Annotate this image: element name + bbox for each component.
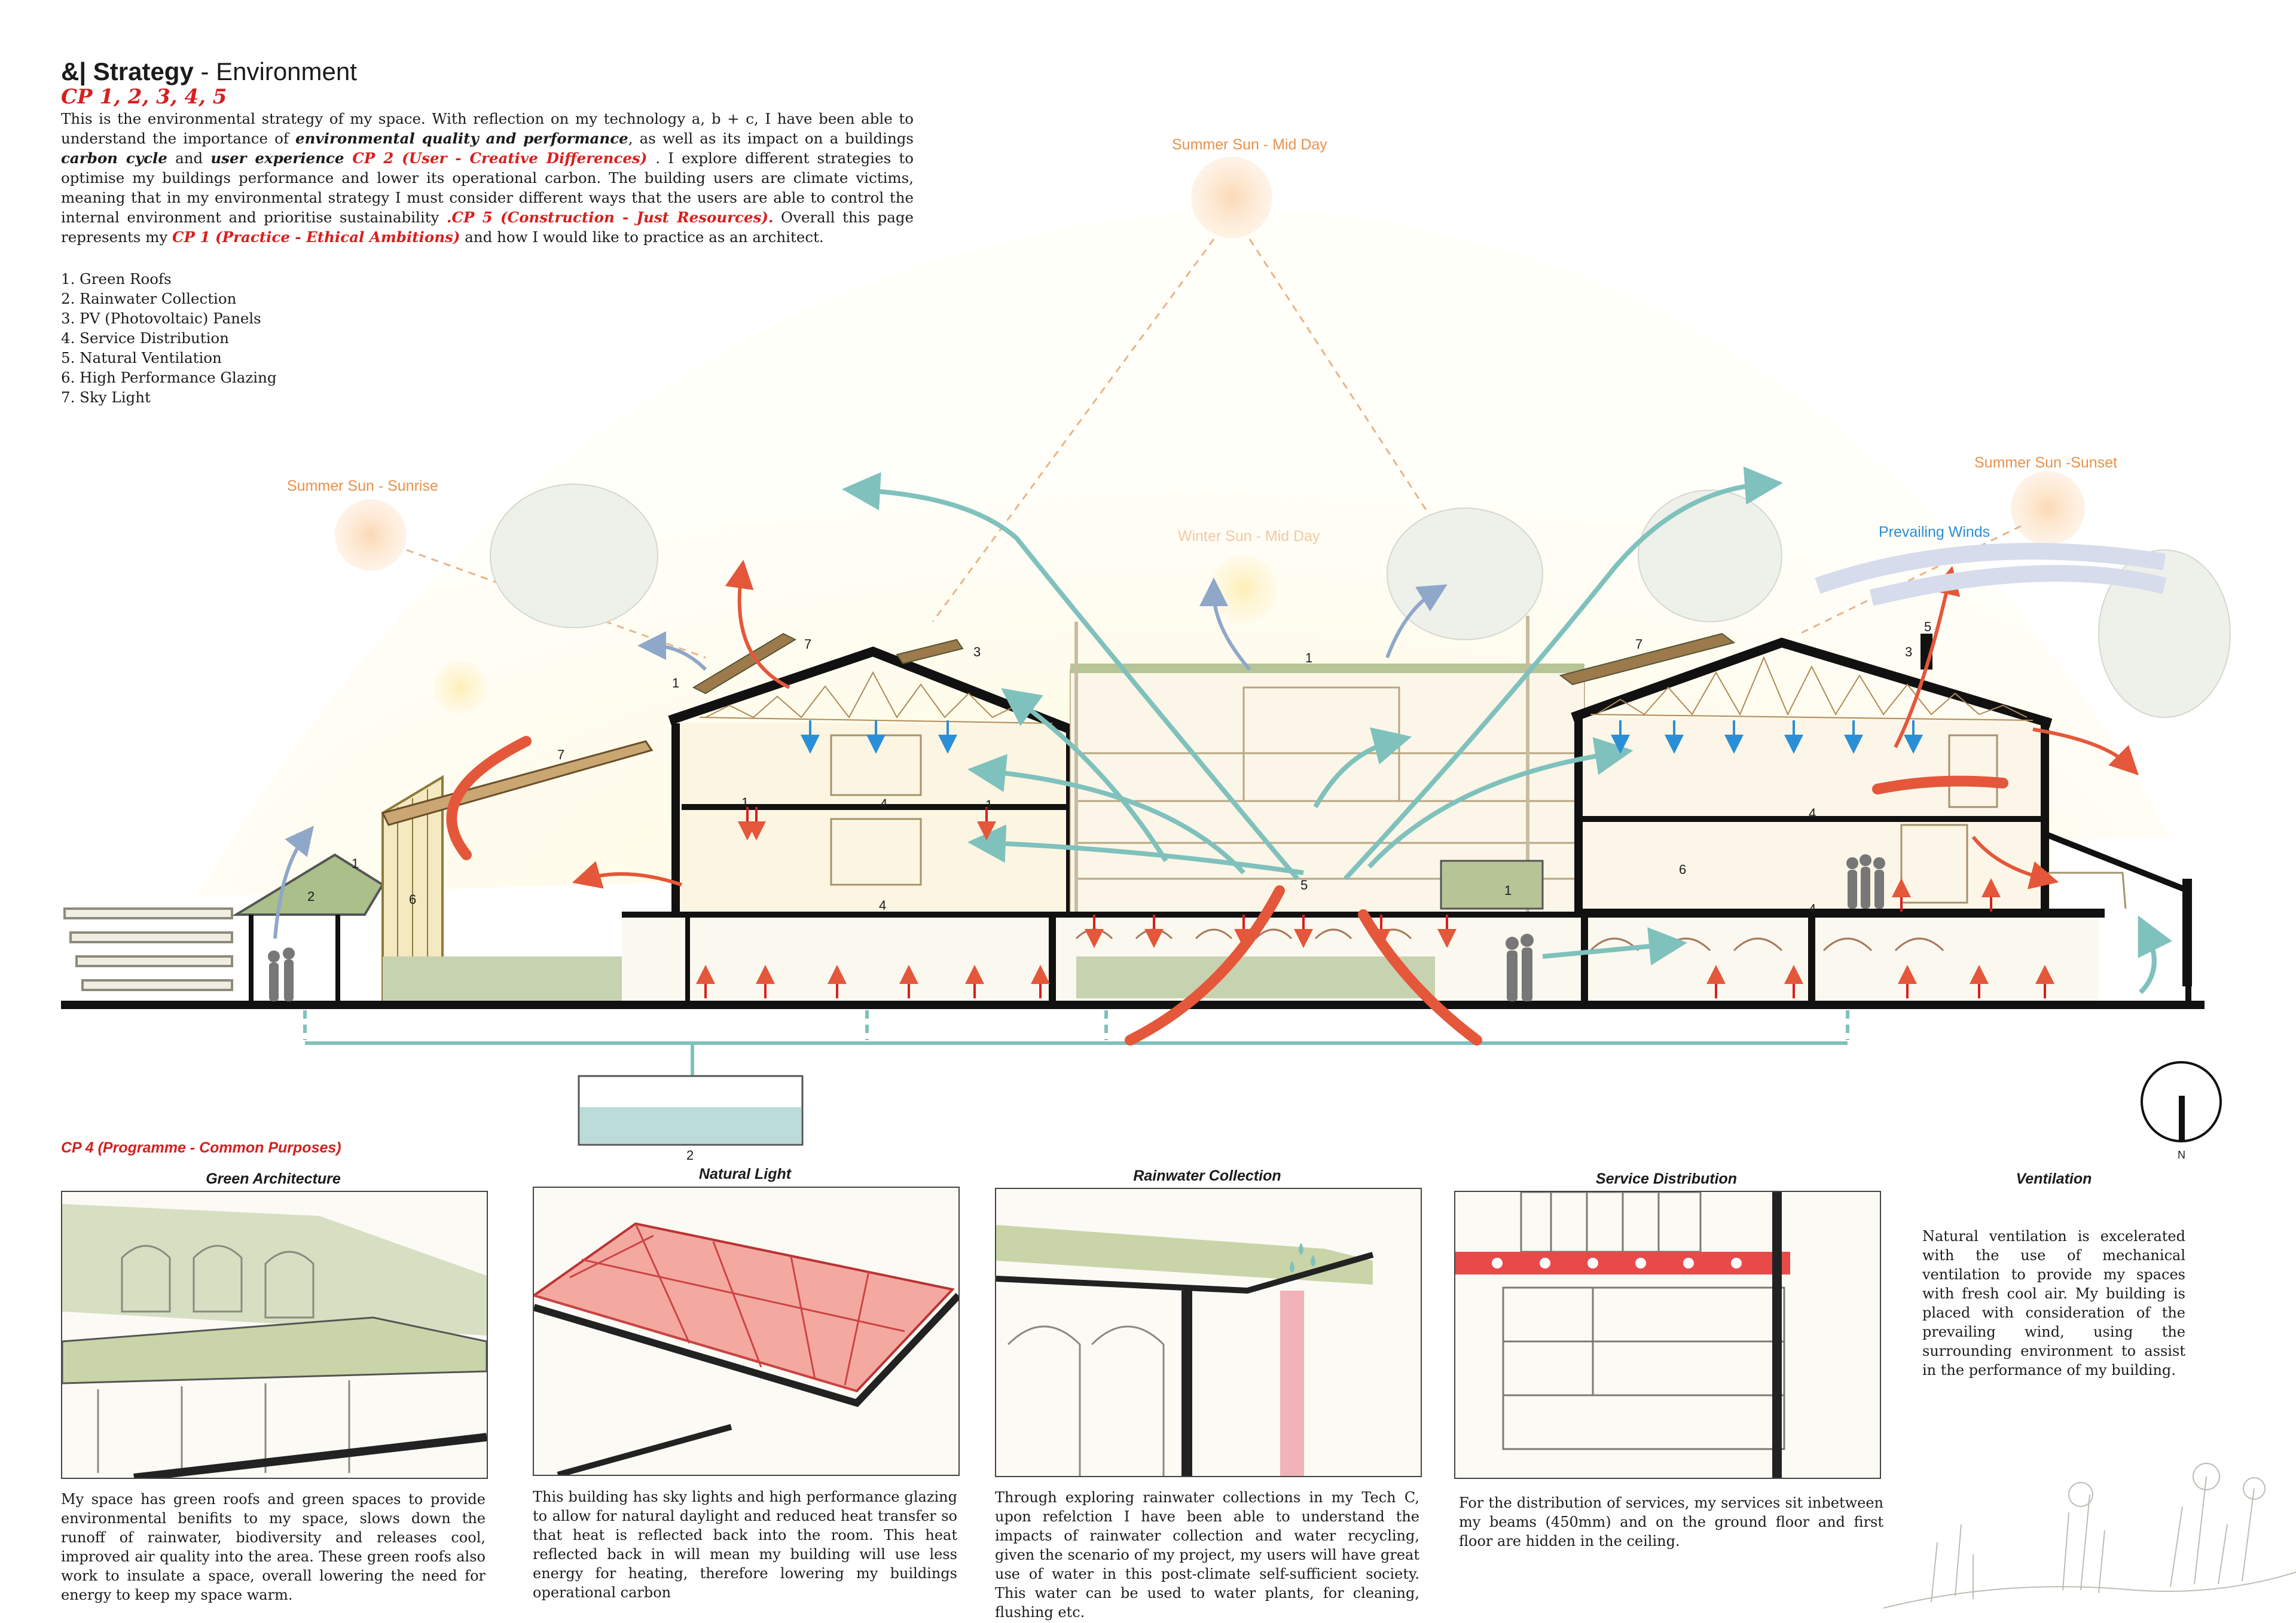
marker-7: 7 (1635, 637, 1643, 652)
marker-2: 2 (307, 889, 315, 904)
marker-4: 4 (1809, 806, 1816, 821)
sun-icon (1210, 555, 1277, 622)
rainwater-tank (578, 1075, 804, 1146)
panel-title-ventilation: Ventilation (2016, 1170, 2092, 1187)
marker-6: 6 (1679, 862, 1687, 877)
page-title: &| Strategy - Environment (61, 57, 357, 85)
panel-image-green-architecture (61, 1191, 488, 1479)
prevailing-winds-label: Prevailing Winds (1879, 524, 1990, 540)
strategy-item: 7. Sky Light (61, 389, 151, 406)
sun-label-winter: Winter Sun - Mid Day (1178, 528, 1320, 545)
marker-3: 3 (1905, 644, 1913, 659)
sun-icon (2011, 471, 2085, 545)
panel-title-rainwater-collection: Rainwater Collection (1133, 1167, 1281, 1184)
marker-6: 6 (409, 892, 417, 907)
ground-floor (622, 860, 2105, 1004)
marker-1: 1 (985, 797, 993, 812)
marker-1: 1 (741, 795, 749, 810)
marker-1: 1 (1504, 883, 1512, 898)
marker-5: 5 (1924, 619, 1932, 634)
panel-title-natural-light: Natural Light (698, 1166, 792, 1182)
panel-title-service-distribution: Service Distribution (1595, 1170, 1738, 1187)
intro-paragraph: This is the environmental strategy of my… (61, 110, 914, 246)
marker-1: 1 (672, 676, 680, 690)
sun-label-sunrise: Summer Sun - Sunrise (287, 478, 438, 494)
warm-air-arrow-icon (696, 807, 2054, 998)
person-icon (268, 854, 1885, 1001)
panel-text-service-distribution: For the distribution of services, my ser… (1459, 1494, 1883, 1549)
sun-icon (434, 661, 487, 714)
strategy-item: 6. High Performance Glazing (61, 369, 277, 386)
panel-image-rainwater-collection (995, 1188, 1422, 1477)
marker-7: 7 (804, 637, 812, 652)
marker-1: 1 (1305, 650, 1313, 665)
strategy-item: 5. Natural Ventilation (61, 349, 222, 366)
programme-heading: CP 4 (Programme - Common Purposes) (61, 1139, 341, 1156)
panel-text-ventilation: Natural ventilation is excelerated with … (1922, 1228, 2185, 1379)
wind-arrow-icon (1815, 543, 2167, 606)
building-section-diagram (61, 157, 2231, 1146)
sun-label-sunset: Summer Sun -Sunset (1974, 454, 2117, 471)
sun-icon (1191, 157, 1272, 238)
heat-arrow-icon (572, 560, 2139, 890)
sun-icon (335, 499, 407, 571)
pv-panel-icon (692, 632, 964, 695)
north-arrow-icon (2141, 1061, 2222, 1142)
panel-text-natural-light: This building has sky lights and high pe… (533, 1488, 957, 1601)
strategy-item: 2. Rainwater Collection (61, 290, 237, 307)
marker-4: 4 (1809, 901, 1816, 916)
ground-slab (61, 1001, 2205, 1009)
sun-label-midday: Summer Sun - Mid Day (1172, 136, 1327, 153)
marker-5: 5 (1300, 878, 1308, 893)
panel-image-natural-light (533, 1187, 960, 1476)
plant-sketch-decoration (1883, 1463, 2296, 1609)
strategy-item: 4. Service Distribution (61, 329, 229, 347)
strategy-item: 3. PV (Photovoltaic) Panels (61, 310, 261, 327)
cool-air-arrow-icon (801, 720, 1923, 754)
panel-text-rainwater-collection: Through exploring rainwater collections … (995, 1489, 1419, 1621)
airflow-arrow-icon (842, 466, 2172, 994)
panel-title-green-architecture: Green Architecture (206, 1170, 341, 1187)
panel-text-green-architecture: My space has green roofs and green space… (61, 1491, 486, 1603)
north-label: N (2178, 1149, 2185, 1161)
strategy-item: 1. Green Roofs (61, 270, 172, 288)
wind-arrow-icon (273, 577, 1448, 939)
terraced-steps (63, 907, 233, 991)
marker-4: 4 (880, 796, 888, 811)
marker-3: 3 (973, 644, 981, 659)
marker-4: 4 (879, 898, 887, 913)
marker-2: 2 (686, 1148, 694, 1163)
marker-7: 7 (557, 747, 565, 762)
panel-image-service-distribution (1454, 1191, 1881, 1479)
water-drop-icon (1290, 1243, 1315, 1273)
rainwater-pipework (303, 1010, 1849, 1076)
marker-1: 1 (352, 856, 359, 871)
cp-subtitle: CP 1, 2, 3, 4, 5 (61, 85, 227, 109)
strategy-list: 1. Green Roofs 2. Rainwater Collection 3… (61, 269, 277, 407)
structure-lines (249, 915, 340, 1004)
